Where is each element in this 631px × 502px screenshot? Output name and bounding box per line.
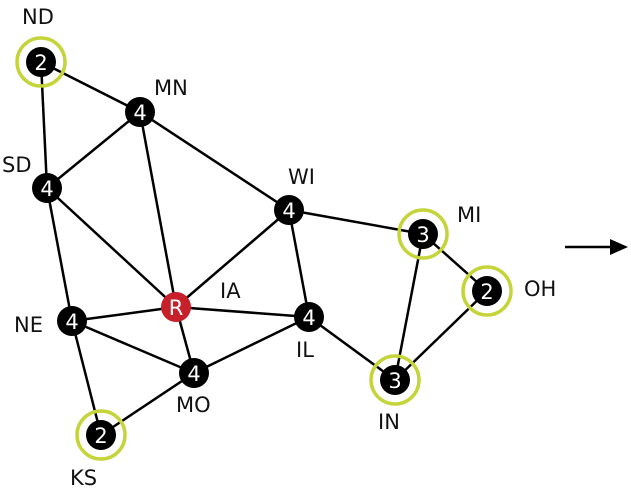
node-label-in: IN: [378, 410, 400, 434]
node-label-ne: NE: [14, 313, 43, 337]
node-circle: [161, 292, 191, 322]
node-label-mn: MN: [154, 76, 188, 100]
node-degree: 2: [94, 424, 107, 448]
edge-wi-ia: [175, 209, 290, 308]
node-mi: 3: [397, 208, 449, 260]
node-il: 4: [294, 302, 324, 332]
node-label-ks: KS: [70, 466, 97, 490]
node-mn: 4: [125, 97, 155, 127]
highlight-ring: [369, 354, 421, 406]
edge-ne-mo: [71, 319, 195, 375]
node-label-mi: MI: [457, 203, 481, 227]
edge-ia-ne: [71, 305, 177, 323]
node-circle: [294, 302, 324, 332]
node-circle: [179, 358, 209, 388]
edge-nd-mn: [40, 60, 141, 114]
edge-mn-sd: [46, 111, 141, 189]
node-label-sd: SD: [2, 153, 32, 177]
edge-ia-il: [175, 305, 310, 319]
edge-mo-il: [193, 315, 310, 375]
node-degree: 4: [302, 306, 315, 330]
edges-layer: [39, 60, 488, 437]
node-degree: 4: [282, 199, 295, 223]
labels-layer: ND MN SD WI IA MI OH NE IL MO IN KS: [2, 5, 556, 490]
node-oh: 2: [461, 265, 513, 317]
node-label-wi: WI: [288, 165, 315, 189]
highlight-ring: [397, 208, 449, 260]
node-circle: [26, 47, 56, 77]
node-degree: 4: [187, 362, 200, 386]
node-ne: 4: [57, 306, 87, 336]
edge-in-oh: [394, 290, 488, 381]
node-sd: 4: [32, 173, 62, 203]
node-mo: 4: [179, 358, 209, 388]
edge-ne-ks: [70, 320, 103, 436]
node-degree: 2: [480, 280, 493, 304]
highlight-ring: [75, 409, 127, 461]
node-degree: 4: [65, 310, 78, 334]
node-label-ia: IA: [220, 279, 241, 303]
node-circle: [274, 195, 304, 225]
highlight-ring: [15, 36, 67, 88]
node-degree: 4: [133, 101, 146, 125]
right-arrow-icon: [565, 239, 628, 255]
edge-mn-ia: [138, 111, 178, 308]
node-circle: [380, 365, 410, 395]
edge-wi-il: [287, 209, 311, 318]
node-label-il: IL: [296, 338, 314, 362]
node-ia: R: [161, 292, 191, 322]
node-circle: [472, 276, 502, 306]
node-nd: 2: [15, 36, 67, 88]
node-wi: 4: [274, 195, 304, 225]
node-degree: R: [169, 296, 184, 320]
node-circle: [408, 219, 438, 249]
node-in: 3: [369, 354, 421, 406]
edge-il-in: [308, 315, 396, 382]
node-ks: 2: [75, 409, 127, 461]
node-circle: [57, 306, 87, 336]
node-label-mo: MO: [176, 393, 211, 417]
node-degree: 3: [416, 223, 429, 247]
node-circle: [86, 420, 116, 450]
node-degree: 2: [34, 51, 47, 75]
edge-mo-ks: [100, 371, 195, 437]
edge-sd-ia: [46, 187, 177, 308]
edge-nd-sd: [39, 61, 49, 189]
node-label-oh: OH: [524, 277, 556, 301]
edge-mn-wi: [139, 110, 290, 212]
node-circle: [125, 97, 155, 127]
node-degree: 3: [388, 369, 401, 393]
node-circle: [32, 173, 62, 203]
highlight-ring: [461, 265, 513, 317]
node-label-nd: ND: [22, 5, 54, 29]
node-degree: 4: [40, 177, 53, 201]
edge-sd-ne: [45, 187, 74, 322]
